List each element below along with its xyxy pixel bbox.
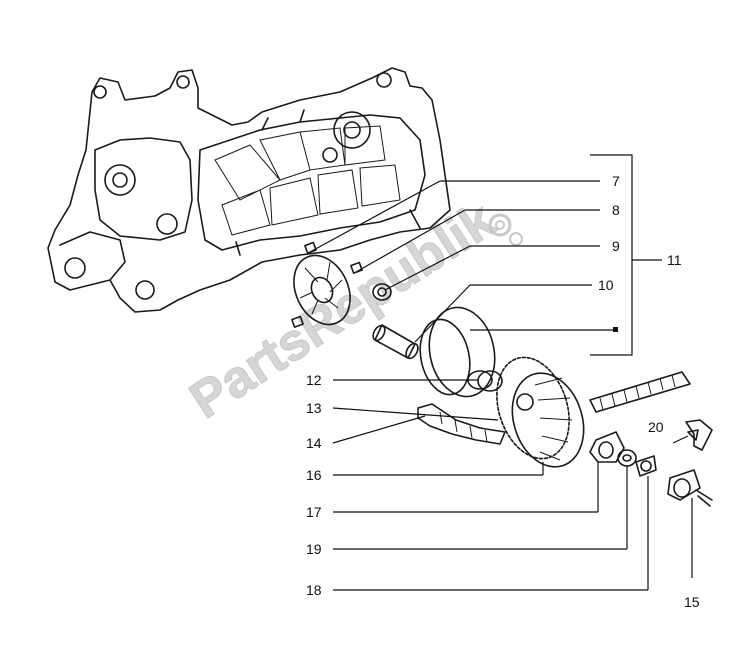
callout-15: 15 xyxy=(684,594,700,610)
clutch-hub xyxy=(589,431,625,463)
cogged-belt-segment xyxy=(589,371,691,413)
leader-7 xyxy=(309,180,441,253)
bracket-11 xyxy=(590,154,633,356)
callout-17: 17 xyxy=(306,504,322,520)
crankcase-housing xyxy=(47,67,451,313)
callout-8: 8 xyxy=(612,202,620,218)
gear-logo-icon xyxy=(488,213,523,246)
bushing-sleeve xyxy=(372,324,419,360)
drive-belt xyxy=(417,403,506,445)
leader-lines xyxy=(309,154,693,591)
callout-11: 11 xyxy=(667,252,682,268)
callout-13: 13 xyxy=(306,400,322,416)
callout-labels: 7 8 9 10 11 12 13 14 15 16 17 18 19 20 xyxy=(306,173,700,610)
drive-shaft-nut xyxy=(667,469,713,507)
callout-20: 20 xyxy=(648,419,664,435)
callout-7: 7 xyxy=(612,173,620,189)
callout-12: 12 xyxy=(306,372,322,388)
movable-half-pulley xyxy=(419,306,503,398)
bracket-plate xyxy=(685,419,713,451)
fixed-half-pulley xyxy=(496,356,585,468)
callout-10: 10 xyxy=(598,277,614,293)
callout-14: 14 xyxy=(306,435,322,451)
rear-half-pulley xyxy=(291,241,363,328)
washer xyxy=(617,449,637,467)
bushing xyxy=(635,455,657,477)
callout-19: 19 xyxy=(306,541,322,557)
callout-18: 18 xyxy=(306,582,322,598)
callout-16: 16 xyxy=(306,467,322,483)
callout-9: 9 xyxy=(612,238,620,254)
variator-roller xyxy=(372,283,392,301)
